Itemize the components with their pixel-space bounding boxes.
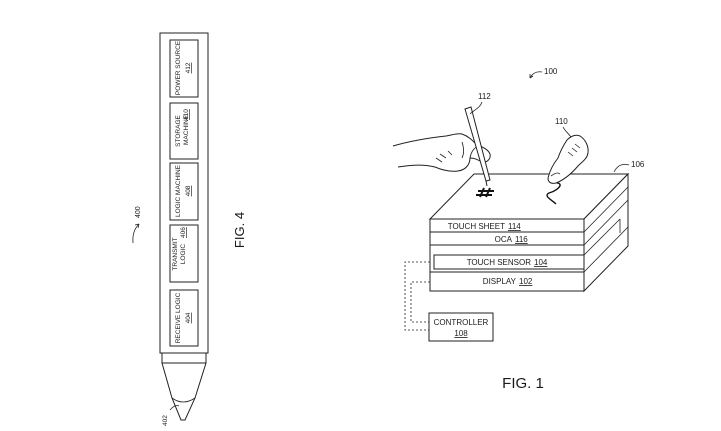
- ref-110: 110: [555, 117, 568, 126]
- module-num-receive-logic: 404: [185, 312, 192, 323]
- layer-num-touch-sheet: 114: [508, 222, 521, 231]
- layer-num-touch-sensor: 104: [534, 258, 548, 267]
- ref-400-leader: [132, 223, 140, 244]
- layer-num-display: 102: [519, 277, 533, 286]
- ref-112: 112: [478, 92, 491, 101]
- module-box-power-source: [169, 39, 199, 98]
- controller-num: 108: [454, 329, 468, 338]
- ref-106-leader: [613, 164, 630, 173]
- fig1-stylus-nib: [485, 180, 488, 187]
- ref-402-leader: [169, 405, 180, 411]
- stylus-collar: [161, 352, 207, 364]
- ref-100-leader: [529, 71, 543, 79]
- module-num-logic-machine: 408: [185, 185, 192, 196]
- layer-label-touch-sensor: TOUCH SENSOR: [467, 258, 532, 267]
- finger-nail: [550, 172, 561, 177]
- module-num-storage-machine: 410: [183, 109, 190, 120]
- hand-left-thumb: [461, 141, 464, 159]
- module-num-transmit-logic: 406: [180, 227, 187, 238]
- controller-link-display: [410, 281, 430, 323]
- layer-label-oca: OCA: [495, 235, 513, 244]
- hand-left-shading: [435, 150, 453, 163]
- module-label-storage-machine-2: MACHINE: [183, 114, 190, 145]
- layer-display: [429, 271, 585, 292]
- module-label-storage-machine-1: STORAGE: [175, 115, 182, 147]
- module-label-transmit-logic-1: TRANSMIT: [172, 237, 179, 270]
- fig1-caption: FIG. 1: [502, 375, 544, 392]
- device-side-line-1: [583, 186, 629, 233]
- hash-mark-drawn: [476, 187, 494, 198]
- fig1-stylus: [464, 106, 491, 182]
- module-num-power-source: 412: [185, 62, 192, 73]
- ref-400-arrowhead: [134, 223, 140, 229]
- ref-400: 400: [135, 206, 142, 218]
- device-side-line-2: [583, 199, 629, 246]
- stylus-tip-seam: [171, 397, 196, 403]
- fig4-caption: FIG. 4: [232, 212, 247, 248]
- module-label-receive-logic: RECEIVE LOGIC: [175, 292, 182, 343]
- ref-402: 402: [162, 415, 169, 426]
- ref-110-leader: [562, 126, 572, 138]
- layer-num-oca: 116: [515, 235, 528, 244]
- finger-shading: [567, 143, 581, 157]
- module-label-power-source: POWER SOURCE: [175, 40, 182, 95]
- layer-label-display: DISPLAY: [483, 277, 517, 286]
- device-side-line-3: [583, 218, 621, 256]
- fig4-stylus-diagram: RECEIVE LOGIC 404 TRANSMIT LOGIC 406 LOG…: [132, 32, 247, 426]
- fig1-touch-device-diagram: TOUCH SHEET 114 OCA 116 TOUCH SENSOR 104…: [392, 67, 645, 392]
- stylus-body: [159, 32, 209, 354]
- module-box-transmit-logic: [169, 224, 199, 283]
- ref-100-arrowhead: [529, 74, 534, 79]
- ref-106: 106: [631, 160, 645, 169]
- module-box-storage-machine: [169, 102, 199, 160]
- layer-label-touch-sheet: TOUCH SHEET: [448, 222, 505, 231]
- module-label-transmit-logic-2: LOGIC: [180, 244, 187, 265]
- ref-100: 100: [544, 67, 558, 76]
- ref-112-leader: [469, 101, 483, 115]
- device-side-line-4: [583, 226, 629, 273]
- module-label-logic-machine: LOGIC MACHINE: [175, 164, 182, 217]
- layer-touch-sensor: [433, 254, 585, 270]
- finger-right: [547, 134, 589, 184]
- module-box-receive-logic: [169, 289, 199, 347]
- controller-box: [428, 312, 494, 342]
- controller-label: CONTROLLER: [434, 318, 489, 327]
- module-box-logic-machine: [169, 162, 199, 221]
- controller-link-sensor: [404, 261, 430, 331]
- hand-left: [392, 133, 491, 172]
- stylus-tip: [161, 362, 207, 421]
